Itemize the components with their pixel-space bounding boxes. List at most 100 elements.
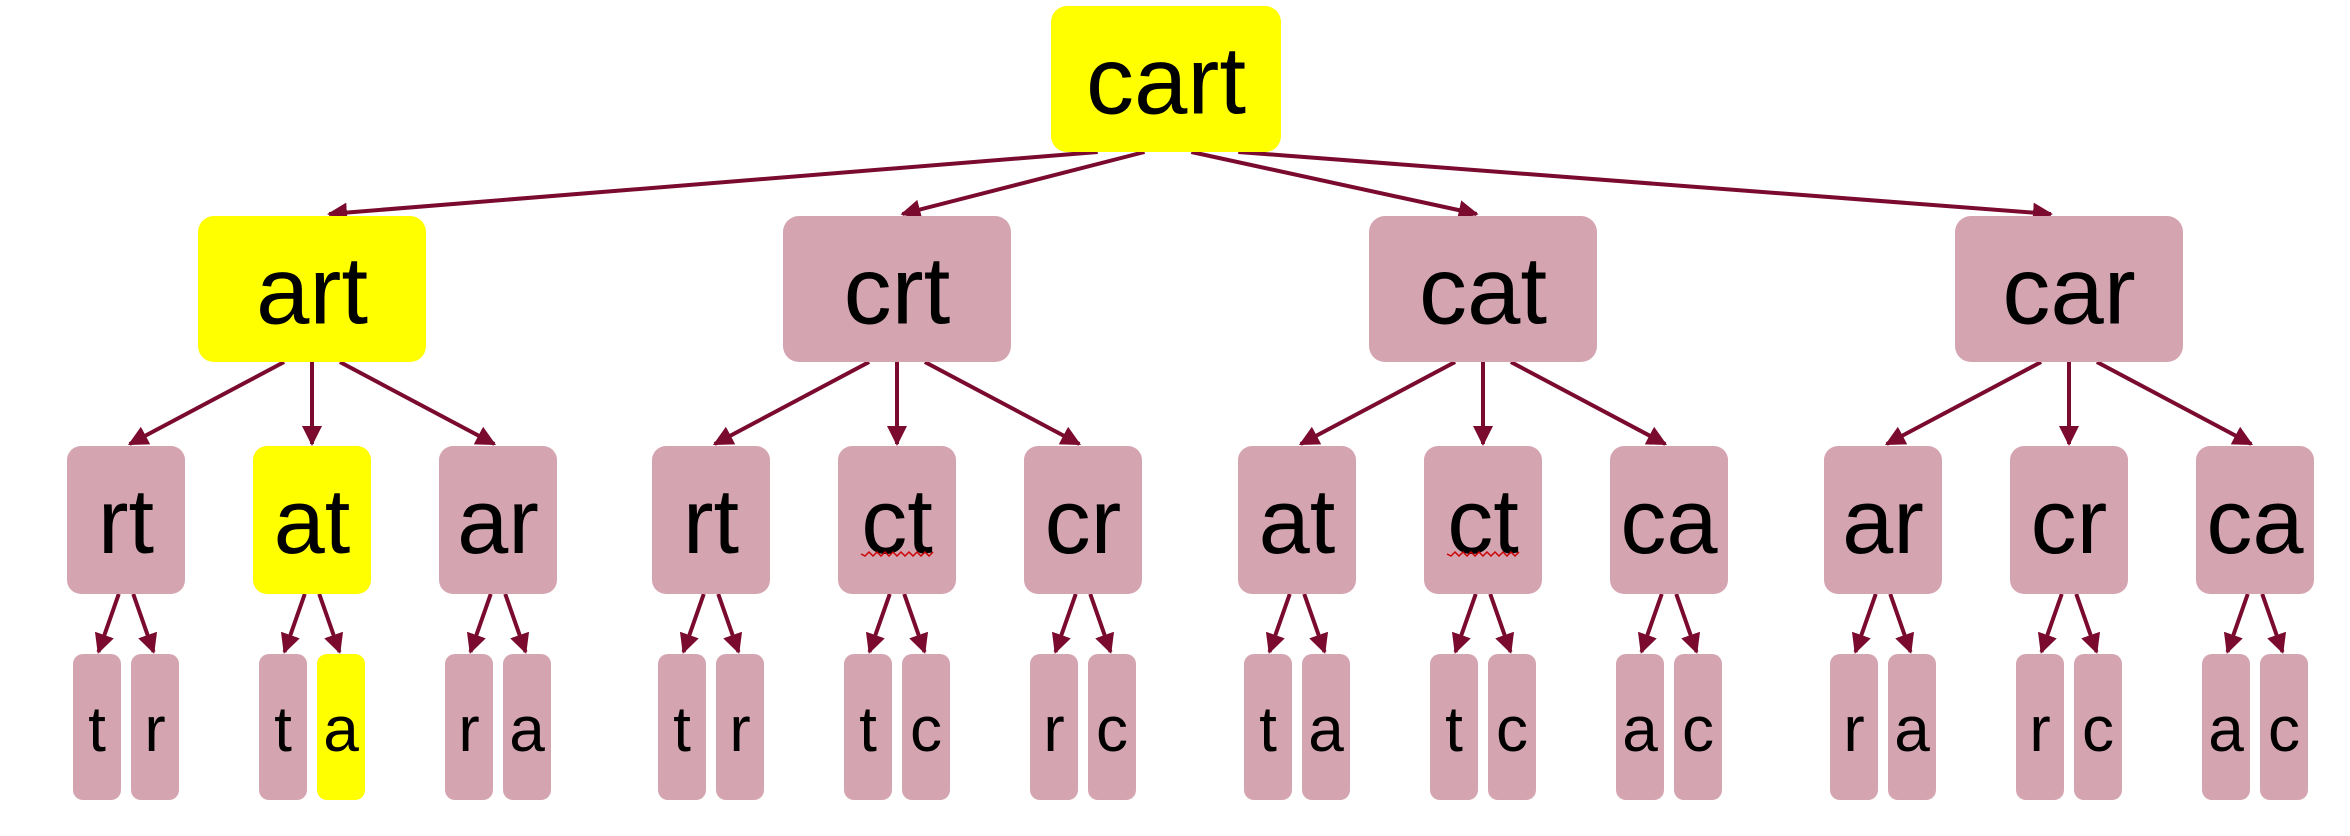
leaf-node-r: r [1030,654,1078,800]
edge-at-to-a [317,593,344,654]
edge-at-to-a [1302,593,1329,654]
level2-node-rt-label: rt [98,471,154,573]
edge-ar-to-a [1888,593,1915,654]
edge-ct-to-t [1451,593,1478,654]
leaf-node-t-box [844,654,892,800]
edge-ar-to-r [1851,593,1878,654]
leaf-node-c-label: c [2268,693,2300,765]
leaf-node-c: c [902,654,950,800]
level2-node-cr-label: cr [1045,471,1122,573]
leaf-node-t-label: t [859,693,877,765]
leaf-node-a-label: a [2208,693,2244,765]
leaf-node-r-box [716,654,764,800]
level2-node-ar-label: ar [457,471,539,573]
edge-cr-to-c [1088,593,1115,654]
leaf-node-c-label: c [1496,693,1528,765]
leaf-node-c: c [1674,654,1722,800]
leaf-node-a-box [2202,654,2250,800]
level2-node-rt-box [652,446,770,594]
level1-node-car-label: car [2002,238,2135,345]
level2-node-ar: ar [1824,446,1942,594]
leaf-node-c-label: c [1682,693,1714,765]
edge-cr-to-r [1051,593,1078,654]
level1-node-crt: crt [783,216,1011,362]
edge-at-to-t [1265,593,1292,654]
edge-art-to-ar [338,360,497,446]
leaf-node-a: a [2202,654,2250,800]
level2-node-at: at [1238,446,1356,594]
edge-ca-to-a [1637,593,1664,654]
leaf-node-c-label: c [1096,693,1128,765]
leaf-node-t-box [259,654,307,800]
leaf-node-c-label: c [2082,693,2114,765]
leaf-node-t-box [658,654,706,800]
edges-layer [94,150,2287,654]
leaf-node-r-label: r [729,693,750,765]
level1-node-art-box [198,216,426,362]
leaf-node-a: a [1888,654,1936,800]
level2-node-rt-label: rt [683,471,739,573]
leaf-node-c: c [2074,654,2122,800]
spellcheck-underline [860,550,934,558]
root-node-cart-label: cart [1086,28,1246,135]
level2-node-ct-label: ct [1447,471,1519,573]
level2-node-ca-label: ca [2206,471,2304,573]
leaf-node-a-box [503,654,551,800]
edge-cat-to-at [1298,360,1457,446]
leaf-node-t: t [73,654,121,800]
level2-node-ct-label: ct [861,471,933,573]
level2-node-ar-label: ar [1842,471,1924,573]
level1-node-car: car [1955,216,2183,362]
level2-node-ct: ct [838,446,956,594]
leaf-node-a: a [503,654,551,800]
leaf-node-a-box [1616,654,1664,800]
leaf-node-r-box [1030,654,1078,800]
level1-node-crt-label: crt [844,238,951,345]
level1-node-cat-box [1369,216,1597,362]
leaf-node-t-label: t [88,693,106,765]
leaf-node-r-box [445,654,493,800]
leaf-node-t-box [73,654,121,800]
level1-node-car-box [1955,216,2183,362]
leaf-node-t: t [259,654,307,800]
edge-rt-to-r [131,593,158,654]
level2-node-ct-box [838,446,956,594]
leaf-node-r-label: r [2029,693,2050,765]
leaf-node-c-label: c [910,693,942,765]
level2-node-rt-box [67,446,185,594]
leaf-node-a-label: a [323,693,359,765]
edge-crt-to-cr [923,360,1082,446]
edge-cart-to-crt [900,150,1145,220]
edge-ar-to-a [503,593,530,654]
leaf-node-c-box [2074,654,2122,800]
leaf-node-a: a [317,654,365,800]
level2-node-at-box [253,446,371,594]
leaf-node-r: r [1830,654,1878,800]
leaf-node-c-box [1088,654,1136,800]
edge-rt-to-t [679,593,706,654]
spellcheck-underline [1446,550,1520,558]
leaf-node-a: a [1302,654,1350,800]
leaf-node-c-box [902,654,950,800]
leaf-node-t: t [1244,654,1292,800]
edge-ct-to-c [1488,593,1515,654]
level2-node-cr: cr [2010,446,2128,594]
leaf-node-r: r [131,654,179,800]
leaf-node-t: t [658,654,706,800]
leaf-node-r: r [716,654,764,800]
leaf-node-t-box [1430,654,1478,800]
level2-node-ca: ca [2196,446,2314,594]
level2-node-ca-box [2196,446,2314,594]
edge-cart-to-art [327,150,1098,223]
level2-node-rt: rt [652,446,770,594]
level2-node-ar-box [439,446,557,594]
leaf-node-a-label: a [1308,693,1344,765]
leaf-node-r-box [1830,654,1878,800]
edge-cart-to-cat [1190,150,1479,220]
level2-node-ca-box [1610,446,1728,594]
leaf-node-t-label: t [1259,693,1277,765]
leaf-node-r-label: r [1843,693,1864,765]
edge-rt-to-r [716,593,743,654]
